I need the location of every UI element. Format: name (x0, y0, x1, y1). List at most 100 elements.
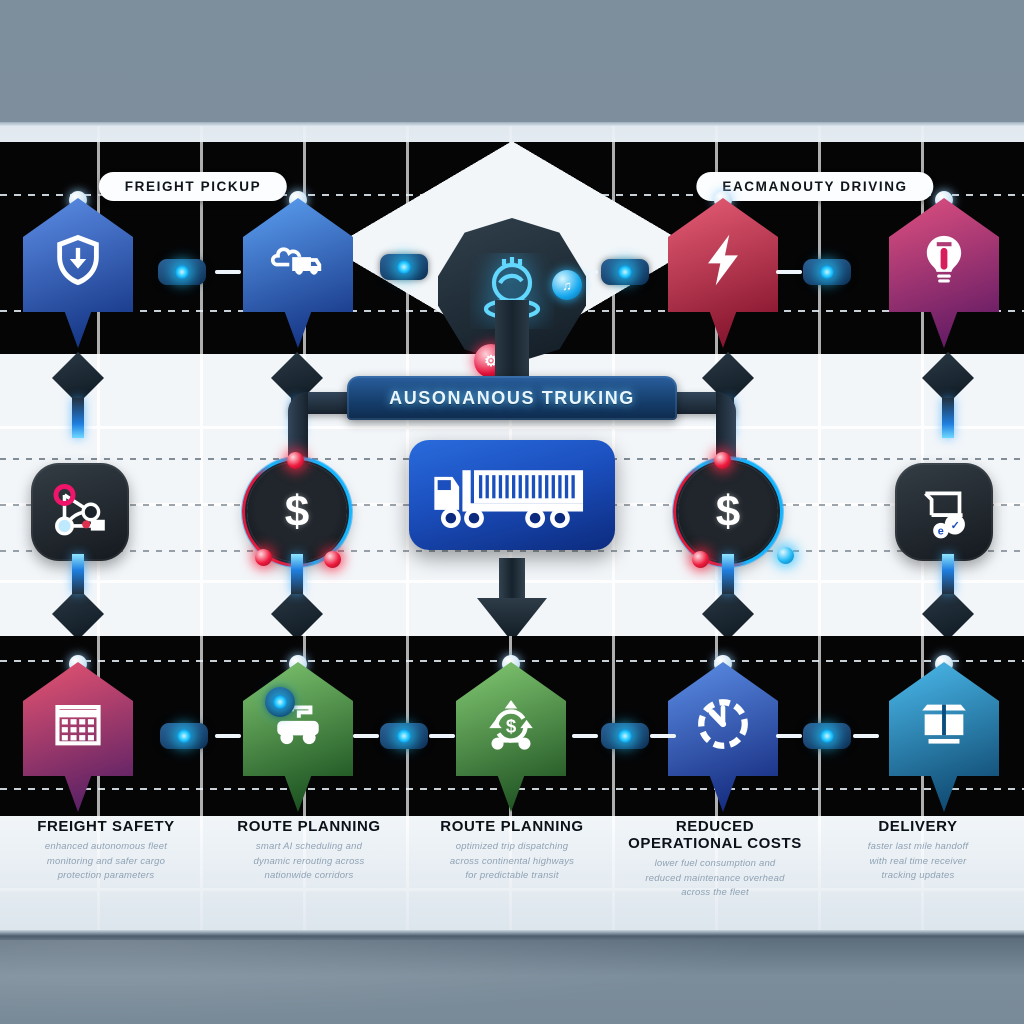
glow-dot (397, 729, 411, 743)
center-banner: AUSONANOUS TRUKING (347, 376, 677, 420)
node-cost-dial-left[interactable]: $ (242, 452, 352, 568)
glow-dot (618, 265, 632, 279)
desk-surface (0, 940, 1024, 1024)
caption-title: ROUTE PLANNING (440, 818, 584, 835)
node-lightning[interactable] (668, 191, 778, 348)
monitor-gears-icon: ✓e (924, 491, 965, 539)
caption-body: enhanced autonomous fleet monitoring and… (8, 840, 204, 884)
semi-truck-icon (434, 470, 584, 529)
recycle-dollar-vehicle-icon: $ (456, 688, 566, 760)
glow-dot (177, 729, 191, 743)
caption-route-planning-2: ROUTE PLANNING optimized trip dispatchin… (414, 818, 610, 901)
node-route-graph[interactable] (31, 463, 129, 561)
led-indicator (255, 549, 272, 566)
arrow-shaft (499, 558, 525, 604)
glow-dot (820, 265, 834, 279)
dash-segment (853, 734, 879, 738)
middle-row: AUSONANOUS TRUKING $ (0, 354, 1024, 636)
connector-node-3[interactable] (601, 259, 649, 285)
node-autonomous-vehicle[interactable] (243, 655, 353, 812)
glow-dot (397, 260, 411, 274)
caption-line: optimized trip dispatching (455, 841, 569, 852)
dial-ring (242, 457, 352, 567)
node-calendar[interactable] (23, 655, 133, 812)
board-bottom-edge (0, 930, 1024, 940)
connector-diamond-1 (52, 352, 104, 438)
lightbulb-icon (889, 224, 999, 296)
svg-text:✓: ✓ (951, 520, 960, 532)
led-indicator (324, 551, 341, 568)
caption-line: protection parameters (57, 870, 155, 882)
node-lightbulb[interactable] (889, 191, 999, 348)
connector-node-6[interactable] (380, 723, 428, 749)
caption-line: nationwide corridors (264, 870, 354, 882)
caption-line: smart AI scheduling and (255, 841, 363, 852)
caption-line: faster last mile handoff (867, 841, 969, 852)
caption-line: lower fuel consumption and (654, 858, 776, 869)
connector-diamond-5 (52, 554, 104, 674)
caption-line: monitoring and safer cargo (46, 855, 166, 867)
dash-segment (776, 270, 802, 274)
node-cloud-truck[interactable] (243, 191, 353, 348)
caption-body: lower fuel consumption and reduced maint… (617, 857, 813, 901)
node-shield-down[interactable] (23, 191, 133, 348)
caption-reduced-operational-costs: REDUCED OPERATIONAL COSTS lower fuel con… (617, 818, 813, 901)
glow-dot (618, 729, 632, 743)
node-speed-gauge[interactable] (668, 655, 778, 812)
led-indicator (777, 547, 794, 564)
package-box-icon (889, 688, 999, 760)
caption-body: optimized trip dispatching across contin… (414, 840, 610, 884)
label-freight-pickup: FREIGHT PICKUP (98, 172, 288, 201)
label-autonomous-driving: EACMANOUTY DRIVING (696, 172, 934, 201)
cloud-truck-icon (243, 224, 353, 296)
center-down-arrow (477, 558, 547, 642)
caption-title: FREIGHT SAFETY (37, 818, 175, 835)
board-top-edge (0, 122, 1024, 126)
connector-node-4[interactable] (803, 259, 851, 285)
node-dashboard-gears[interactable]: ✓e (895, 463, 993, 561)
speed-gauge-icon (668, 688, 778, 760)
badge-node-green[interactable] (265, 687, 295, 717)
autonomous-vehicle-icon (243, 688, 353, 760)
caption-line: enhanced autonomous fleet (44, 841, 168, 852)
connector-node-1[interactable] (158, 259, 206, 285)
led-indicator (692, 551, 709, 568)
caption-line: for predictable transit (465, 870, 559, 882)
node-recycle-cost[interactable]: $ (456, 655, 566, 812)
node-cost-dial-right[interactable]: $ (673, 452, 794, 568)
connector-diamond-6 (271, 554, 323, 674)
caption-line: reduced maintenance overhead (645, 872, 785, 884)
svg-text:$: $ (506, 715, 517, 736)
svg-text:e: e (938, 525, 944, 537)
calendar-grid-icon (23, 688, 133, 760)
caption-route-planning-1: ROUTE PLANNING smart AI scheduling and d… (211, 818, 407, 901)
caption-body: smart AI scheduling and dynamic reroutin… (211, 840, 407, 884)
glow-dot (273, 695, 287, 709)
dial-ring (673, 457, 783, 567)
node-package[interactable] (889, 655, 999, 812)
caption-line: dynamic rerouting across (253, 855, 365, 867)
dash-segment (215, 270, 241, 274)
shield-download-icon (23, 224, 133, 296)
route-network-icon (53, 483, 105, 536)
connector-diamond-4 (922, 352, 974, 438)
hub-badge-cyan[interactable]: ♫ (552, 270, 582, 300)
connector-node-5[interactable] (160, 723, 208, 749)
connector-diamond-7 (702, 554, 754, 674)
lightning-bolt-icon (668, 224, 778, 296)
connector-node-7[interactable] (601, 723, 649, 749)
dash-segment (776, 734, 802, 738)
glow-dot (820, 729, 834, 743)
guide-dash-3 (0, 550, 1024, 552)
caption-body: faster last mile handoff with real time … (820, 840, 1016, 884)
led-indicator (287, 452, 304, 469)
glow-dot (175, 265, 189, 279)
central-truck-card[interactable] (409, 440, 615, 550)
connector-node-2[interactable] (380, 254, 428, 280)
caption-line: across continental highways (449, 855, 575, 867)
dash-segment (650, 734, 676, 738)
dash-segment (572, 270, 598, 274)
connector-node-8[interactable] (803, 723, 851, 749)
dash-segment (215, 734, 241, 738)
